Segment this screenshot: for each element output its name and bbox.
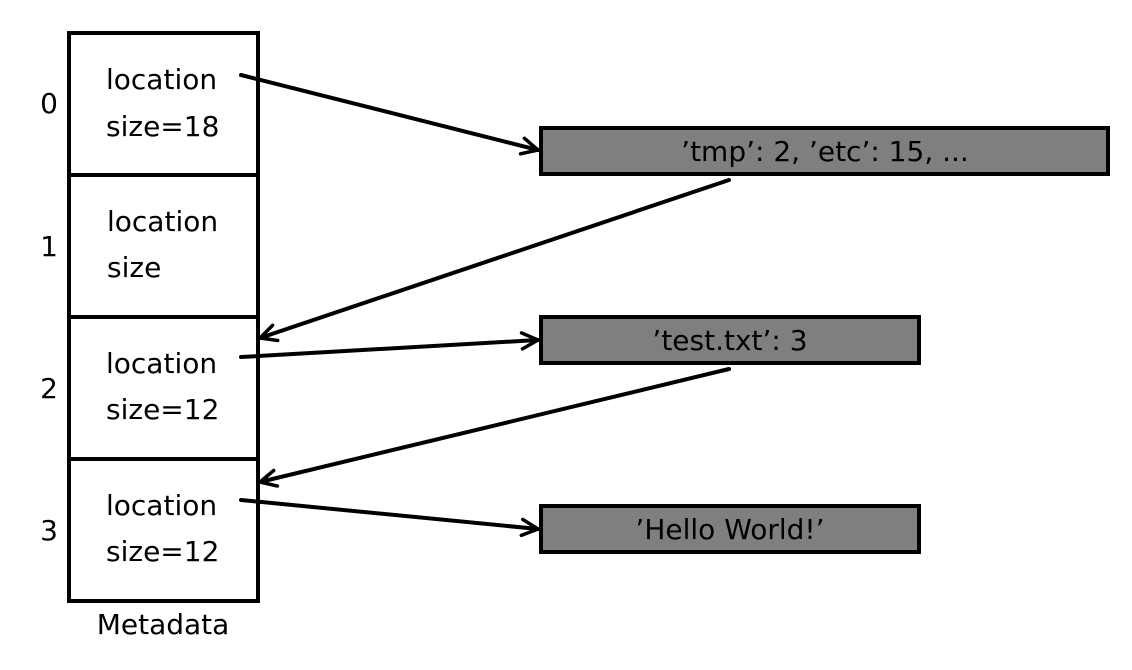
metadata-row-3 <box>67 457 260 603</box>
row-3-location-label: location <box>106 489 217 522</box>
row-0-size-label: size=18 <box>106 110 219 143</box>
arrow-row0-to-block0 <box>239 73 540 156</box>
arrow-block1-to-row3 <box>258 367 731 488</box>
row-index-1: 1 <box>40 230 58 263</box>
data-block-2-box <box>539 504 921 554</box>
arrow-row3-to-block2 <box>239 498 540 538</box>
metadata-caption: Metadata <box>97 608 230 641</box>
data-block-1-text: ’test.txt’: 3 <box>652 324 807 357</box>
row-2-size-label: size=12 <box>106 393 219 426</box>
row-1-size-label: size <box>107 251 161 284</box>
data-block-0-text: ’tmp’: 2, ’etc’: 15, ... <box>681 135 969 168</box>
row-index-0: 0 <box>40 87 58 120</box>
row-index-2: 2 <box>40 372 58 405</box>
data-block-1-box <box>539 315 921 365</box>
arrow-row2-to-block1 <box>239 331 540 359</box>
arrow-block0-to-row2 <box>258 178 731 343</box>
metadata-row-1 <box>67 173 260 319</box>
arrows <box>239 73 731 538</box>
metadata-row-0 <box>67 31 260 177</box>
data-blocks: ’tmp’: 2, ’etc’: 15, ... ’test.txt’: 3 ’… <box>539 126 1110 554</box>
data-block-2-text: ’Hello World!’ <box>635 513 824 546</box>
row-1-location-label: location <box>107 205 218 238</box>
row-2-location-label: location <box>106 347 217 380</box>
row-0-location-label: location <box>106 63 217 96</box>
row-index-3: 3 <box>40 514 58 547</box>
metadata-table: 0 1 2 3 location size=18 location size l… <box>40 31 260 641</box>
metadata-row-2 <box>67 315 260 461</box>
row-3-size-label: size=12 <box>106 535 219 568</box>
data-block-0-box <box>539 126 1110 176</box>
